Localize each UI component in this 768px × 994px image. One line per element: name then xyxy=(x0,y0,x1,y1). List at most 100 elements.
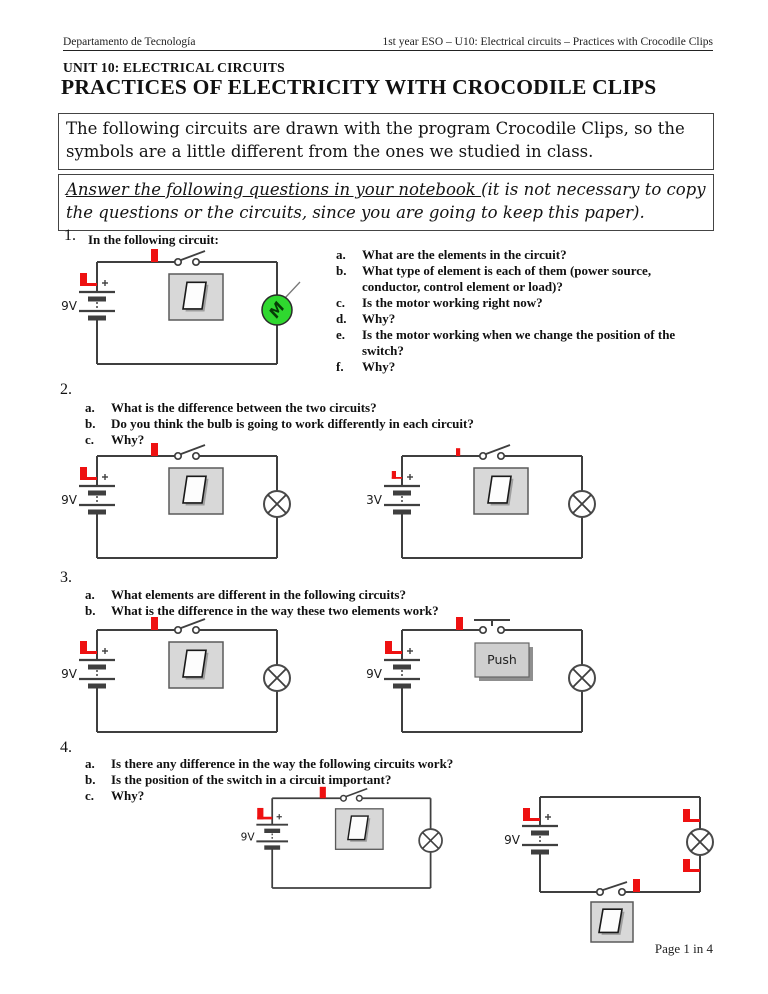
battery: 9V xyxy=(61,474,115,515)
item-letter: b. xyxy=(85,772,96,787)
item-letter: a. xyxy=(85,756,95,771)
question-4-items: a. Is there any difference in the way the… xyxy=(85,756,685,804)
item-text: Why? xyxy=(362,311,396,326)
circuit-diagram-q4-left: 9V xyxy=(241,786,443,889)
motor-icon: M xyxy=(261,281,301,326)
list-item: c. Why? xyxy=(85,432,685,448)
question-4-number: 4. xyxy=(60,739,72,756)
voltage-label: 9V xyxy=(241,832,256,844)
voltage-label: 9V xyxy=(61,299,78,313)
red-clip xyxy=(257,807,273,820)
open-switch-symbol xyxy=(173,444,206,461)
item-letter: a. xyxy=(85,400,95,415)
push-button-label: Push xyxy=(487,652,517,667)
voltage-label: 3V xyxy=(366,493,383,507)
push-button-image: Push xyxy=(474,642,533,681)
item-letter: e. xyxy=(336,327,346,342)
list-item: b. Is the position of the switch in a cir… xyxy=(85,772,685,788)
red-clip xyxy=(80,273,97,286)
question-2-number: 2. xyxy=(60,381,72,398)
bulb-icon xyxy=(686,828,714,856)
question-3-number: 3. xyxy=(60,569,72,586)
instruction-underlined: Answer the following questions in your n… xyxy=(66,180,482,199)
red-clip xyxy=(80,641,97,654)
unit-title: UNIT 10: ELECTRICAL CIRCUITS xyxy=(63,60,285,75)
item-letter: c. xyxy=(336,295,346,310)
push-switch-symbol xyxy=(474,619,510,635)
bulb-icon xyxy=(263,490,291,518)
item-text: Is the motor working right now? xyxy=(362,295,543,310)
item-text: Is the motor working when we change the … xyxy=(362,327,676,358)
circuit-diagram-q3-left: 9V xyxy=(61,617,291,733)
rocker-switch-image xyxy=(168,273,224,321)
red-clip xyxy=(151,249,158,262)
item-text: What elements are different in the follo… xyxy=(111,587,406,602)
question-1-items: a.What are the elements in the circuit? … xyxy=(336,247,710,375)
instruction-rest: (it is not necessary to copy the questio… xyxy=(66,180,706,222)
item-letter: d. xyxy=(336,311,347,326)
list-item: b. What is the difference in the way thes… xyxy=(85,603,685,619)
red-clip xyxy=(456,617,463,630)
item-text: What type of element is each of them (po… xyxy=(362,263,652,294)
item-text: Do you think the bulb is going to work d… xyxy=(111,416,474,431)
battery: 9V xyxy=(61,280,115,321)
question-2-items: a. What is the difference between the two… xyxy=(85,400,685,448)
wire-loop xyxy=(96,261,278,365)
item-text: Why? xyxy=(362,359,396,374)
red-clip xyxy=(456,448,461,456)
red-clip xyxy=(391,471,402,479)
rocker-switch-image xyxy=(473,467,529,515)
battery: 9V xyxy=(366,648,420,689)
item-letter: b. xyxy=(85,603,96,618)
item-letter: f. xyxy=(336,359,344,374)
voltage-label: 9V xyxy=(61,493,78,507)
red-clip xyxy=(80,467,97,480)
list-item: a.What are the elements in the circuit? xyxy=(336,247,710,263)
rocker-switch-image xyxy=(590,901,634,943)
red-clip xyxy=(683,809,700,822)
item-text: What is the difference in the way these … xyxy=(111,603,439,618)
item-letter: b. xyxy=(85,416,96,431)
red-clip xyxy=(319,786,326,799)
question-1-intro: In the following circuit: xyxy=(88,232,219,247)
item-letter: c. xyxy=(85,432,95,447)
item-text: Why? xyxy=(111,432,145,447)
list-item: b. Do you think the bulb is going to work… xyxy=(85,416,685,432)
bulb-icon xyxy=(263,664,291,692)
red-clip xyxy=(633,879,640,892)
rocker-switch-image xyxy=(168,641,224,689)
question-1-number: 1. xyxy=(64,227,76,244)
intro-box-text: The following circuits are drawn with th… xyxy=(66,119,685,161)
page-number: Page 1 in 4 xyxy=(654,941,713,956)
red-clip xyxy=(523,808,540,821)
circuit-diagram-q2-right: 3V xyxy=(366,444,596,559)
battery: 3V xyxy=(366,474,420,515)
red-clip xyxy=(151,617,158,630)
circuit-diagram-q3-right: 9V Push xyxy=(366,617,596,733)
item-text: Is the position of the switch in a circu… xyxy=(111,772,392,787)
open-switch-symbol xyxy=(339,787,368,802)
battery: 9V xyxy=(61,648,115,689)
list-item: a. What elements are different in the fol… xyxy=(85,587,685,603)
red-clip xyxy=(683,859,700,872)
list-item: b.What type of element is each of them (… xyxy=(336,263,710,295)
bulb-icon xyxy=(568,490,596,518)
item-text: What is the difference between the two c… xyxy=(111,400,377,415)
list-item: a. Is there any difference in the way the… xyxy=(85,756,685,772)
item-text: Is there any difference in the way the f… xyxy=(111,756,454,771)
open-switch-symbol xyxy=(595,881,628,897)
voltage-label: 9V xyxy=(61,667,78,681)
instruction-box: Answer the following questions in your n… xyxy=(58,174,714,231)
circuit-diagram-q4-right: 9V xyxy=(504,796,714,943)
item-text: Why? xyxy=(111,788,145,803)
item-letter: a. xyxy=(85,587,95,602)
bulb-icon xyxy=(418,828,443,853)
open-switch-symbol xyxy=(173,250,206,267)
battery: 9V xyxy=(504,814,558,855)
open-switch-symbol xyxy=(478,444,511,461)
page-header: Departamento de Tecnología 1st year ESO … xyxy=(63,36,713,51)
red-clip xyxy=(151,443,158,456)
bulb-icon xyxy=(568,664,596,692)
page-title: PRACTICES OF ELECTRICITY WITH CROCODILE … xyxy=(61,75,657,99)
